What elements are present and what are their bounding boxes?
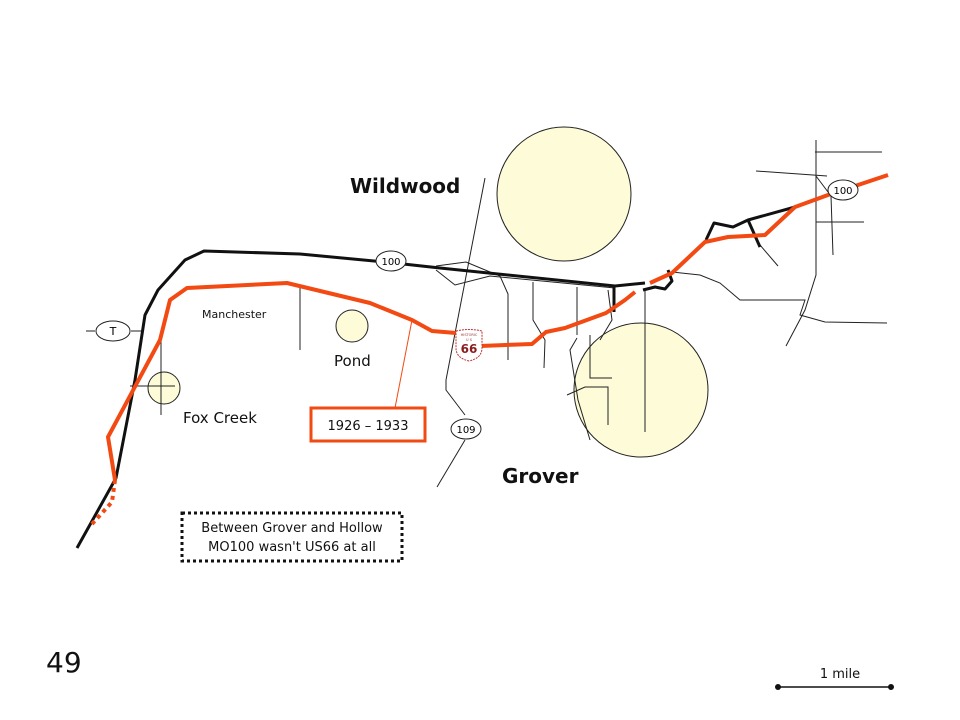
route-marker-100-east-label: 100 (833, 186, 852, 197)
route-marker-t-label: T (109, 325, 117, 338)
shield-top-text: HISTORIC (461, 333, 478, 337)
scale-bar: 1 mile (775, 667, 894, 690)
label-manchester: Manchester (202, 308, 267, 321)
slide-number: 49 (46, 646, 82, 679)
route-marker-100-east: 100 (827, 179, 859, 201)
label-fox-creek: Fox Creek (183, 409, 257, 427)
grover-area (573, 322, 709, 458)
label-grover: Grover (502, 464, 579, 488)
shield-mid-text: U S (466, 338, 473, 342)
shield-number: 66 (461, 342, 478, 356)
note-line-1: Between Grover and Hollow (201, 521, 383, 536)
note-line-2: MO100 wasn't US66 at all (208, 540, 376, 555)
wildwood-area (496, 126, 632, 262)
route-marker-100-west-label: 100 (381, 257, 400, 268)
pond-area (335, 309, 369, 343)
route-marker-109-label: 109 (456, 425, 475, 436)
route-marker-109: 109 (450, 418, 482, 440)
fox-creek-area (147, 371, 181, 405)
years-callout-text: 1926 – 1933 (328, 419, 409, 434)
label-pond: Pond (334, 352, 371, 370)
note-box: Between Grover and Hollow MO100 wasn't U… (180, 511, 404, 563)
scale-label: 1 mile (820, 667, 860, 682)
minor-roads (86, 140, 888, 488)
label-wildwood: Wildwood (350, 174, 460, 198)
route-66-alignment-1926-1933 (90, 173, 889, 526)
years-callout: 1926 – 1933 (309, 406, 427, 443)
route-marker-t: T (95, 320, 131, 342)
us66-shield-icon: HISTORIC U S 66 (455, 329, 483, 362)
route-marker-100-west: 100 (375, 250, 407, 272)
